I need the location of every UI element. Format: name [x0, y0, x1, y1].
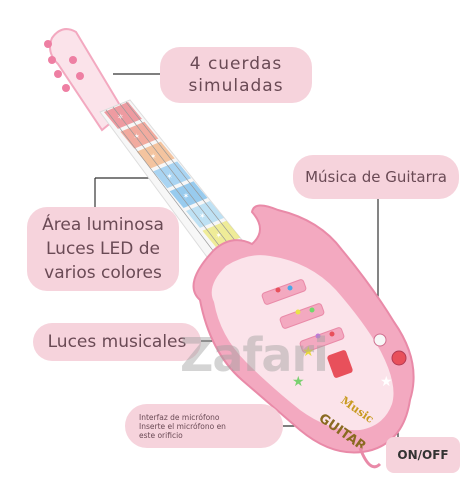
fret-star: ✶	[133, 132, 140, 141]
fret-star: ✶	[199, 211, 206, 220]
tuning-pegs	[44, 40, 84, 92]
guitar-body: GUITAR Music ★ ★ ★	[192, 204, 415, 469]
onoff-button[interactable]	[391, 350, 407, 366]
label-guitar-music: Música de Guitarra	[293, 155, 459, 199]
fret-segment	[186, 201, 224, 228]
fret-segment	[169, 181, 208, 209]
fret-segment	[104, 102, 142, 129]
label-light-area: Área luminosa Luces LED de varios colore…	[27, 207, 179, 291]
fret-star: ✶	[215, 231, 222, 240]
bridge	[327, 350, 353, 378]
svg-text:★: ★	[302, 344, 315, 360]
watermark-logo: Zafari	[180, 328, 329, 382]
fret-star: ✶	[166, 172, 173, 181]
fret-segment	[136, 141, 175, 169]
music-button[interactable]	[373, 333, 387, 347]
fret-star: ✶	[150, 152, 157, 161]
star-decor: ★ ★ ★	[292, 344, 393, 390]
label-on-off: ON/OFF	[386, 437, 460, 473]
svg-text:★: ★	[292, 374, 305, 390]
label-musical-lights: Luces musicales	[33, 323, 201, 361]
label-microphone-interface: Interfaz de micrófono Inserte el micrófo…	[125, 404, 283, 448]
fret-segment	[153, 161, 192, 189]
label-strings: 4 cuerdas simuladas	[160, 47, 312, 103]
body-leds	[275, 285, 335, 339]
svg-text:★: ★	[380, 374, 393, 390]
fret-star: ✶	[183, 192, 190, 201]
